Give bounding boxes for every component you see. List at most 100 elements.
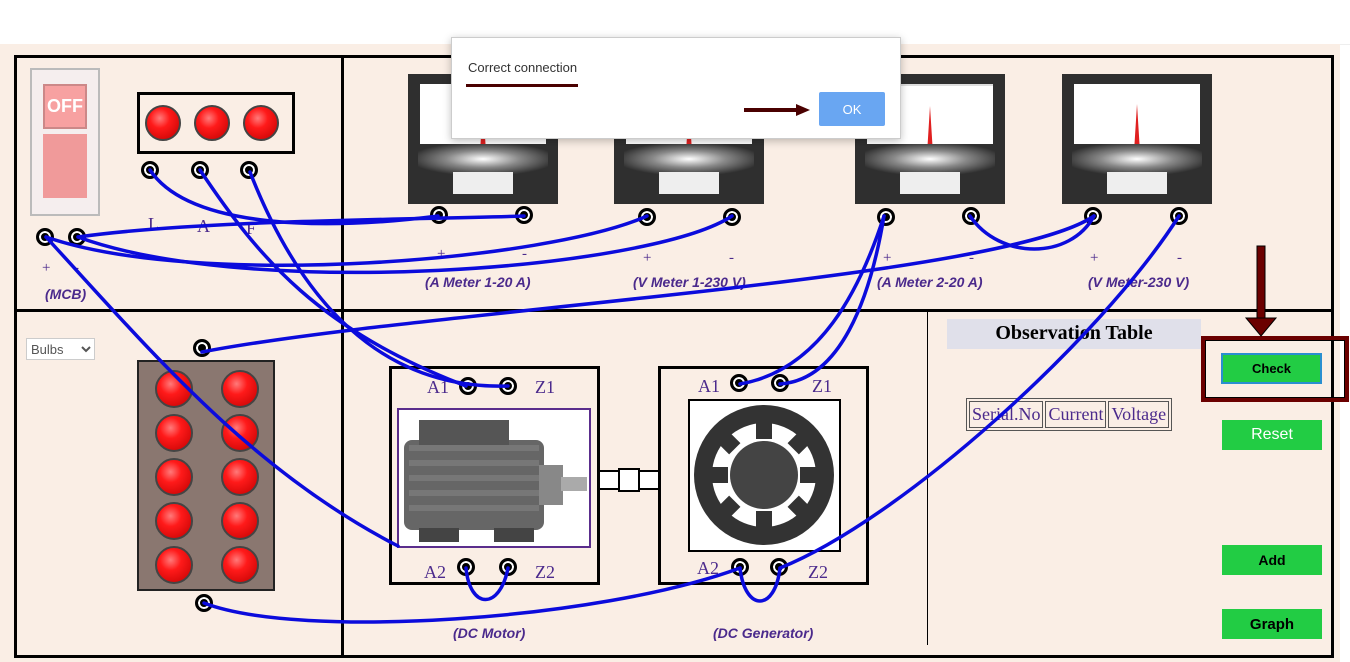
mcb-off-plate: OFF	[43, 84, 87, 129]
starter-button-l[interactable]	[145, 105, 181, 141]
voltmeter-2-plus-terminal[interactable]	[1084, 207, 1102, 225]
ammeter-1-window	[453, 172, 513, 194]
starter-l-terminal[interactable]	[141, 161, 159, 179]
voltmeter-2	[1062, 74, 1212, 204]
voltmeter-2-caption: (V Meter-230 V)	[1088, 274, 1190, 290]
mcb-minus-label: -	[74, 260, 79, 276]
dc-generator-image	[688, 399, 841, 552]
starter-label-a: A	[197, 216, 210, 236]
mcb-switch[interactable]: OFF	[30, 68, 100, 216]
graph-button[interactable]: Graph	[1222, 609, 1322, 639]
motor-z1-label: Z1	[535, 377, 555, 397]
ok-button[interactable]: OK	[819, 92, 885, 126]
table-divider	[927, 312, 928, 645]
motor-a1-terminal[interactable]	[459, 377, 477, 395]
add-button[interactable]: Add	[1222, 545, 1322, 575]
bulb	[221, 502, 259, 540]
voltmeter-2-glow	[1072, 144, 1202, 174]
mcb-lever[interactable]	[43, 134, 87, 198]
starter-button-a[interactable]	[194, 105, 230, 141]
starter-label-f: F	[246, 218, 257, 238]
starter-button-f[interactable]	[243, 105, 279, 141]
generator-a2-label: A2	[697, 558, 719, 578]
ammeter-1-minus-terminal[interactable]	[515, 206, 533, 224]
motor-z2-terminal[interactable]	[499, 558, 517, 576]
ammeter-2-minus-terminal[interactable]	[962, 207, 980, 225]
generator-z2-terminal[interactable]	[770, 558, 788, 576]
ammeter-2-window	[900, 172, 960, 194]
generator-icon	[694, 405, 834, 545]
mcb-off-text: OFF	[47, 96, 83, 116]
motor-a2-label: A2	[424, 562, 446, 582]
ammeter-2-glow	[865, 144, 995, 174]
check-highlight-frame	[1201, 336, 1349, 402]
check-button[interactable]: Check	[1221, 353, 1322, 384]
voltmeter-2-window	[1107, 172, 1167, 194]
voltmeter-1-caption: (V Meter 1-230 V)	[633, 274, 746, 290]
header-current: Current	[1045, 401, 1107, 428]
ammeter-2-plus-terminal[interactable]	[877, 208, 895, 226]
header-voltage: Voltage	[1108, 401, 1170, 428]
bulb	[155, 546, 193, 584]
voltmeter-1-window	[659, 172, 719, 194]
voltmeter-2-plus-label: +	[1090, 250, 1099, 266]
bulb	[221, 546, 259, 584]
starter-a-terminal[interactable]	[191, 161, 209, 179]
bulb-bank	[137, 360, 275, 591]
voltmeter-1-plus-label: +	[643, 250, 652, 266]
coupling-center	[618, 468, 640, 492]
ammeter-2-plus-label: +	[883, 250, 892, 266]
voltmeter-1-minus-label: -	[729, 250, 734, 266]
generator-a1-label: A1	[698, 376, 720, 396]
arrow-right-icon	[744, 104, 810, 116]
ammeter-1-plus-label: +	[437, 246, 446, 262]
mcb-caption: (MCB)	[45, 286, 87, 302]
generator-caption: (DC Generator)	[713, 625, 814, 641]
voltmeter-2-face	[1074, 84, 1200, 152]
observation-table: Serial.No Current Voltage	[966, 398, 1173, 431]
bulb	[221, 370, 259, 408]
load-bottom-terminal[interactable]	[195, 594, 213, 612]
ammeter-2-caption: (A Meter 2-20 A)	[877, 274, 983, 290]
motor-caption: (DC Motor)	[453, 625, 526, 641]
load-top-terminal[interactable]	[193, 339, 211, 357]
bulb	[155, 414, 193, 452]
bulb	[155, 370, 193, 408]
generator-a2-terminal[interactable]	[731, 558, 749, 576]
generator-z1-terminal[interactable]	[771, 374, 789, 392]
ammeter-1-plus-terminal[interactable]	[430, 206, 448, 224]
motor-z1-terminal[interactable]	[499, 377, 517, 395]
mcb-plus-label: +	[42, 260, 51, 276]
observation-title: Observation Table	[947, 319, 1201, 349]
table-header-row: Serial.No Current Voltage	[969, 401, 1170, 428]
bulb-column-right	[217, 366, 263, 588]
alert-dialog: Correct connection OK	[451, 37, 901, 139]
ammeter-1-caption: (A Meter 1-20 A)	[425, 274, 531, 290]
voltmeter-2-minus-label: -	[1177, 250, 1182, 266]
bulb	[155, 458, 193, 496]
motor-icon	[404, 420, 587, 542]
voltmeter-1-plus-terminal[interactable]	[638, 208, 656, 226]
bulb	[155, 502, 193, 540]
ammeter-2-needle	[927, 106, 933, 154]
bulb	[221, 458, 259, 496]
generator-a1-terminal[interactable]	[730, 374, 748, 392]
mcb-minus-terminal[interactable]	[68, 228, 86, 246]
reset-button[interactable]: Reset	[1222, 420, 1322, 450]
voltmeter-2-minus-terminal[interactable]	[1170, 207, 1188, 225]
ammeter-1-minus-label: -	[522, 246, 527, 262]
motor-a2-terminal[interactable]	[457, 558, 475, 576]
mcb-plus-terminal[interactable]	[36, 228, 54, 246]
dc-motor-image	[397, 408, 591, 548]
observation-title-text: Observation Table	[995, 322, 1153, 344]
alert-message: Correct connection	[468, 60, 578, 75]
ammeter-1-glow	[418, 144, 548, 174]
motor-z2-label: Z2	[535, 562, 555, 582]
starter-f-terminal[interactable]	[240, 161, 258, 179]
starter-box	[137, 92, 295, 154]
voltmeter-2-needle	[1134, 104, 1140, 152]
generator-z2-label: Z2	[808, 562, 828, 582]
load-type-select[interactable]: Bulbs	[26, 338, 95, 360]
voltmeter-1-glow	[624, 144, 754, 174]
voltmeter-1-minus-terminal[interactable]	[723, 208, 741, 226]
